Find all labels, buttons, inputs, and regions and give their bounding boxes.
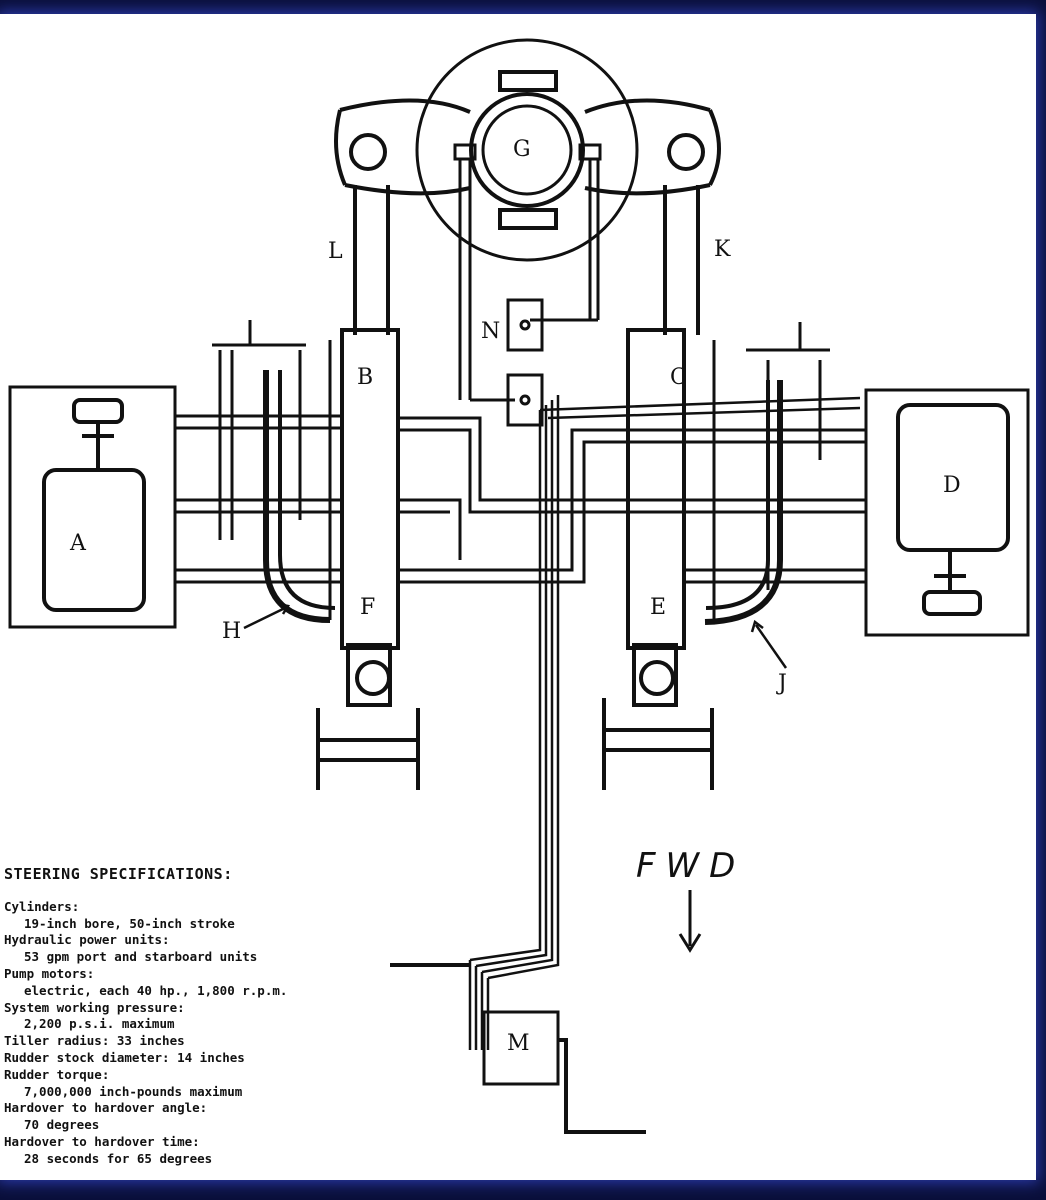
- label-b: B: [357, 365, 373, 390]
- spec-item: Hardover to hardover angle: 70 degrees: [4, 1100, 208, 1133]
- spec-item: Hydraulic power units: 53 gpm port and s…: [4, 932, 258, 965]
- label-f: F: [360, 595, 375, 620]
- steering-specifications: STEERING SPECIFICATIONS: Cylinders: 19-i…: [4, 866, 404, 1168]
- spec-item: Rudder stock diameter: 14 inches: [4, 1049, 245, 1065]
- power-unit-d: [864, 388, 1030, 637]
- label-j: J: [776, 671, 787, 696]
- port-cylinder: [316, 328, 420, 790]
- power-unit-a: [8, 385, 177, 629]
- starboard-cylinder: [602, 328, 714, 790]
- tie-rods: [353, 160, 700, 402]
- label-g: G: [513, 137, 531, 162]
- spec-item: Rudder torque: 7,000,000 inch-pounds max…: [4, 1066, 243, 1099]
- label-k: K: [714, 237, 731, 262]
- label-h: H: [222, 619, 241, 644]
- label-n: N: [481, 319, 500, 344]
- box-m: [482, 1010, 560, 1086]
- control-lines: [390, 395, 861, 1050]
- label-d: D: [943, 473, 961, 498]
- control-box: [506, 373, 544, 427]
- spec-item: Hardover to hardover time: 28 seconds fo…: [4, 1133, 213, 1166]
- spec-item: Tiller radius: 33 inches: [4, 1033, 185, 1049]
- box-n: [506, 298, 544, 352]
- label-c: C: [670, 365, 687, 390]
- hydraulic-piping: [175, 320, 866, 625]
- spec-item: Pump motors: electric, each 40 hp., 1,80…: [4, 965, 288, 998]
- label-l: L: [328, 239, 343, 264]
- specs-title: STEERING SPECIFICATIONS:: [4, 865, 233, 883]
- label-m: M: [507, 1031, 530, 1056]
- fwd-label: FWD: [636, 846, 746, 886]
- label-a: A: [69, 531, 87, 556]
- spec-item: System working pressure: 2,200 p.s.i. ma…: [4, 999, 185, 1032]
- fwd-arrow-icon: [678, 890, 702, 953]
- spec-item: Cylinders: 19-inch bore, 50-inch stroke: [4, 898, 235, 931]
- label-e: E: [650, 595, 666, 620]
